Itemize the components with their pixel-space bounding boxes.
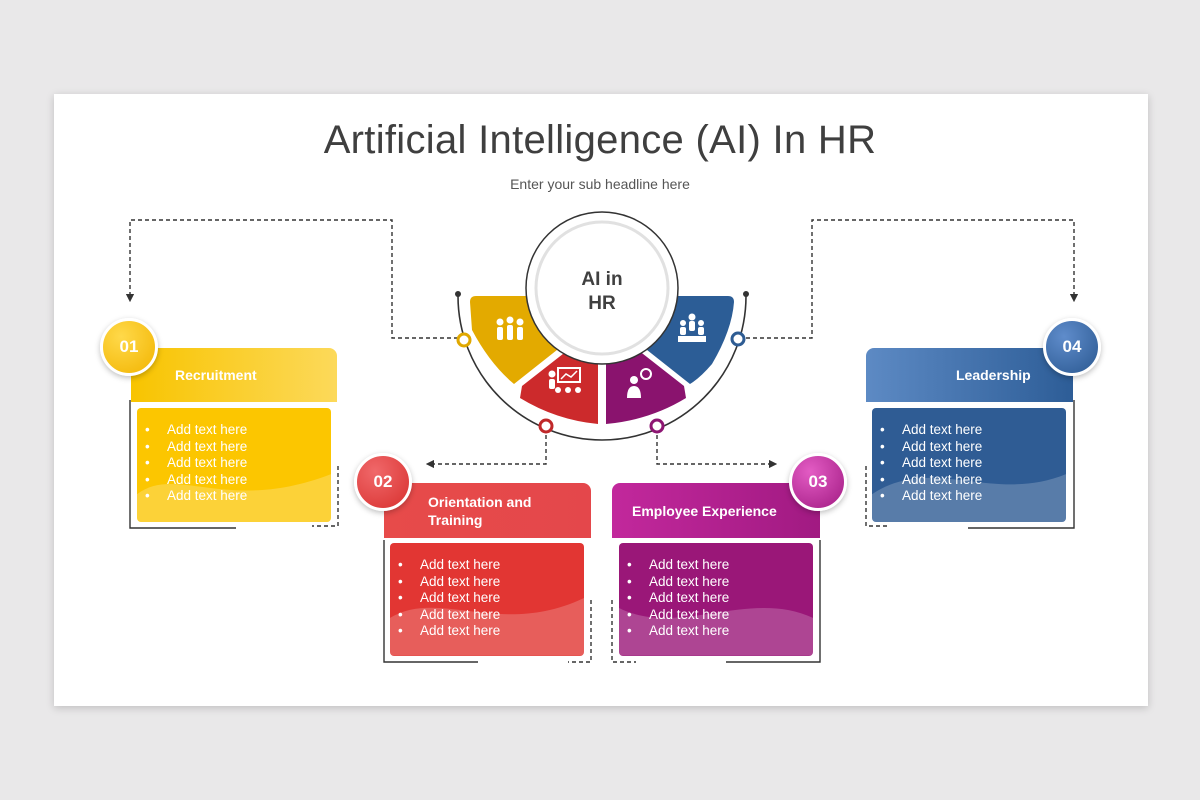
card-01-list: Add text here Add text here Add text her… xyxy=(137,408,331,505)
card-01-title: Recruitment xyxy=(175,367,257,383)
connector-04 xyxy=(746,219,1079,339)
card-04-body: Add text here Add text here Add text her… xyxy=(872,408,1066,522)
node-blue xyxy=(730,331,746,347)
node-purple xyxy=(649,418,665,434)
card-02-badge: 02 xyxy=(354,453,412,511)
list-item: Add text here xyxy=(902,455,1066,472)
center-label-line2: HR xyxy=(588,293,616,314)
list-item: Add text here xyxy=(167,422,331,439)
card-03-title: Employee Experience xyxy=(632,502,777,519)
card-02-list: Add text here Add text here Add text her… xyxy=(390,543,584,640)
page-title: Artificial Intelligence (AI) In HR xyxy=(323,118,877,162)
center-label-line1: AI in xyxy=(581,269,623,290)
card-03-header: Employee Experience xyxy=(612,483,820,538)
list-item: Add text here xyxy=(167,472,331,489)
list-item: Add text here xyxy=(167,488,331,505)
card-03-badge: 03 xyxy=(789,453,847,511)
card-02-number: 02 xyxy=(373,472,393,491)
list-item: Add text here xyxy=(420,557,584,574)
node-red xyxy=(538,418,554,434)
team-icon xyxy=(496,316,524,340)
list-item: Add text here xyxy=(649,590,813,607)
list-item: Add text here xyxy=(167,455,331,472)
page-subtitle: Enter your sub headline here xyxy=(510,176,690,192)
podium-icon xyxy=(678,313,706,342)
card-04-title: Leadership xyxy=(956,367,1031,383)
card-04-number: 04 xyxy=(1062,337,1082,356)
list-item: Add text here xyxy=(902,488,1066,505)
list-item: Add text here xyxy=(420,607,584,624)
center-label: AI in HR xyxy=(560,268,644,316)
node-yellow xyxy=(456,332,472,348)
connector-01 xyxy=(125,219,458,339)
list-item: Add text here xyxy=(420,590,584,607)
list-item: Add text here xyxy=(167,439,331,456)
card-01-body: Add text here Add text here Add text her… xyxy=(137,408,331,522)
connector-02 xyxy=(425,428,547,469)
card-01-header: Recruitment xyxy=(131,348,337,402)
list-item: Add text here xyxy=(649,574,813,591)
card-04-badge: 04 xyxy=(1043,318,1101,376)
list-item: Add text here xyxy=(420,574,584,591)
card-04-list: Add text here Add text here Add text her… xyxy=(872,408,1066,505)
presentation-icon xyxy=(548,367,581,393)
card-01-badge: 01 xyxy=(100,318,158,376)
center-circle xyxy=(534,220,670,356)
list-item: Add text here xyxy=(649,557,813,574)
list-item: Add text here xyxy=(902,439,1066,456)
card-04-header: Leadership xyxy=(866,348,1073,402)
list-item: Add text here xyxy=(902,422,1066,439)
card-01-number: 01 xyxy=(119,337,139,356)
wheel-outer-arc xyxy=(457,295,747,441)
card-02-header: Orientation and Training xyxy=(384,483,591,538)
card-02-body: Add text here Add text here Add text her… xyxy=(390,543,584,656)
list-item: Add text here xyxy=(902,472,1066,489)
list-item: Add text here xyxy=(649,623,813,640)
connector-03 xyxy=(656,428,778,469)
segment-purple xyxy=(606,350,686,424)
card-02-title: Orientation and Training xyxy=(428,493,532,528)
list-item: Add text here xyxy=(649,607,813,624)
idea-person-icon xyxy=(627,368,652,398)
card-03-list: Add text here Add text here Add text her… xyxy=(619,543,813,640)
card-03-body: Add text here Add text here Add text her… xyxy=(619,543,813,656)
card-03-number: 03 xyxy=(808,472,828,491)
list-item: Add text here xyxy=(420,623,584,640)
